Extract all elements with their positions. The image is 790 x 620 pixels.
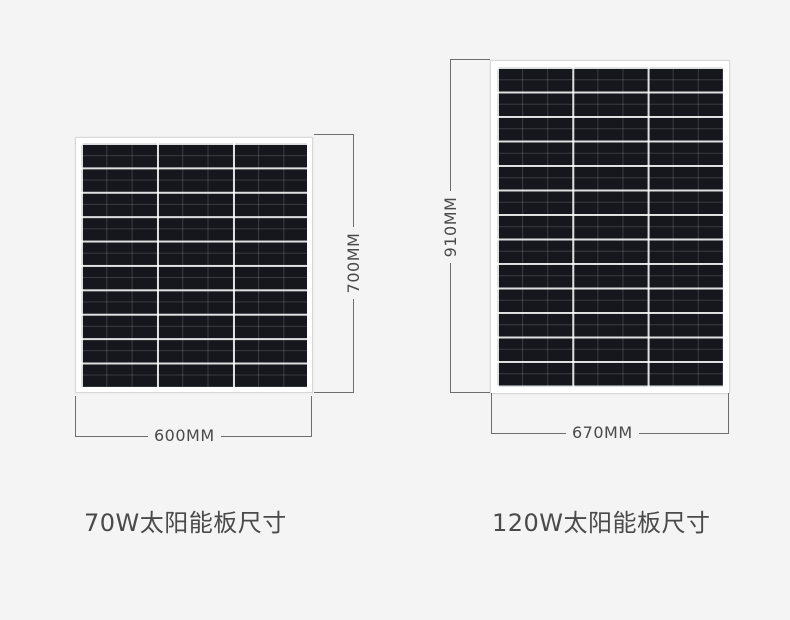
height-dimension-label-70w: 700MM: [344, 227, 364, 299]
width-dimension-label-120w: 670MM: [566, 423, 639, 443]
height-dimension-bottom-tick: [314, 392, 354, 393]
width-dimension-left-tick: [491, 393, 492, 434]
caption-70w: 70W太阳能板尺寸: [84, 509, 287, 537]
height-dimension-top-tick: [450, 59, 490, 60]
width-dimension-right-tick: [728, 393, 729, 434]
solar-panel-70w-image: [75, 137, 313, 393]
solar-cells-grid: [497, 67, 723, 387]
height-dimension-bottom-tick: [450, 392, 490, 393]
caption-120w: 120W太阳能板尺寸: [492, 509, 711, 537]
height-dimension-top-tick: [314, 134, 354, 135]
width-dimension-right-tick: [311, 396, 312, 437]
solar-panel-120w-image: [490, 60, 730, 394]
solar-cells-grid: [81, 143, 307, 387]
width-dimension-left-tick: [75, 396, 76, 437]
height-dimension-label-120w: 910MM: [441, 191, 461, 263]
width-dimension-label-70w: 600MM: [148, 426, 221, 446]
